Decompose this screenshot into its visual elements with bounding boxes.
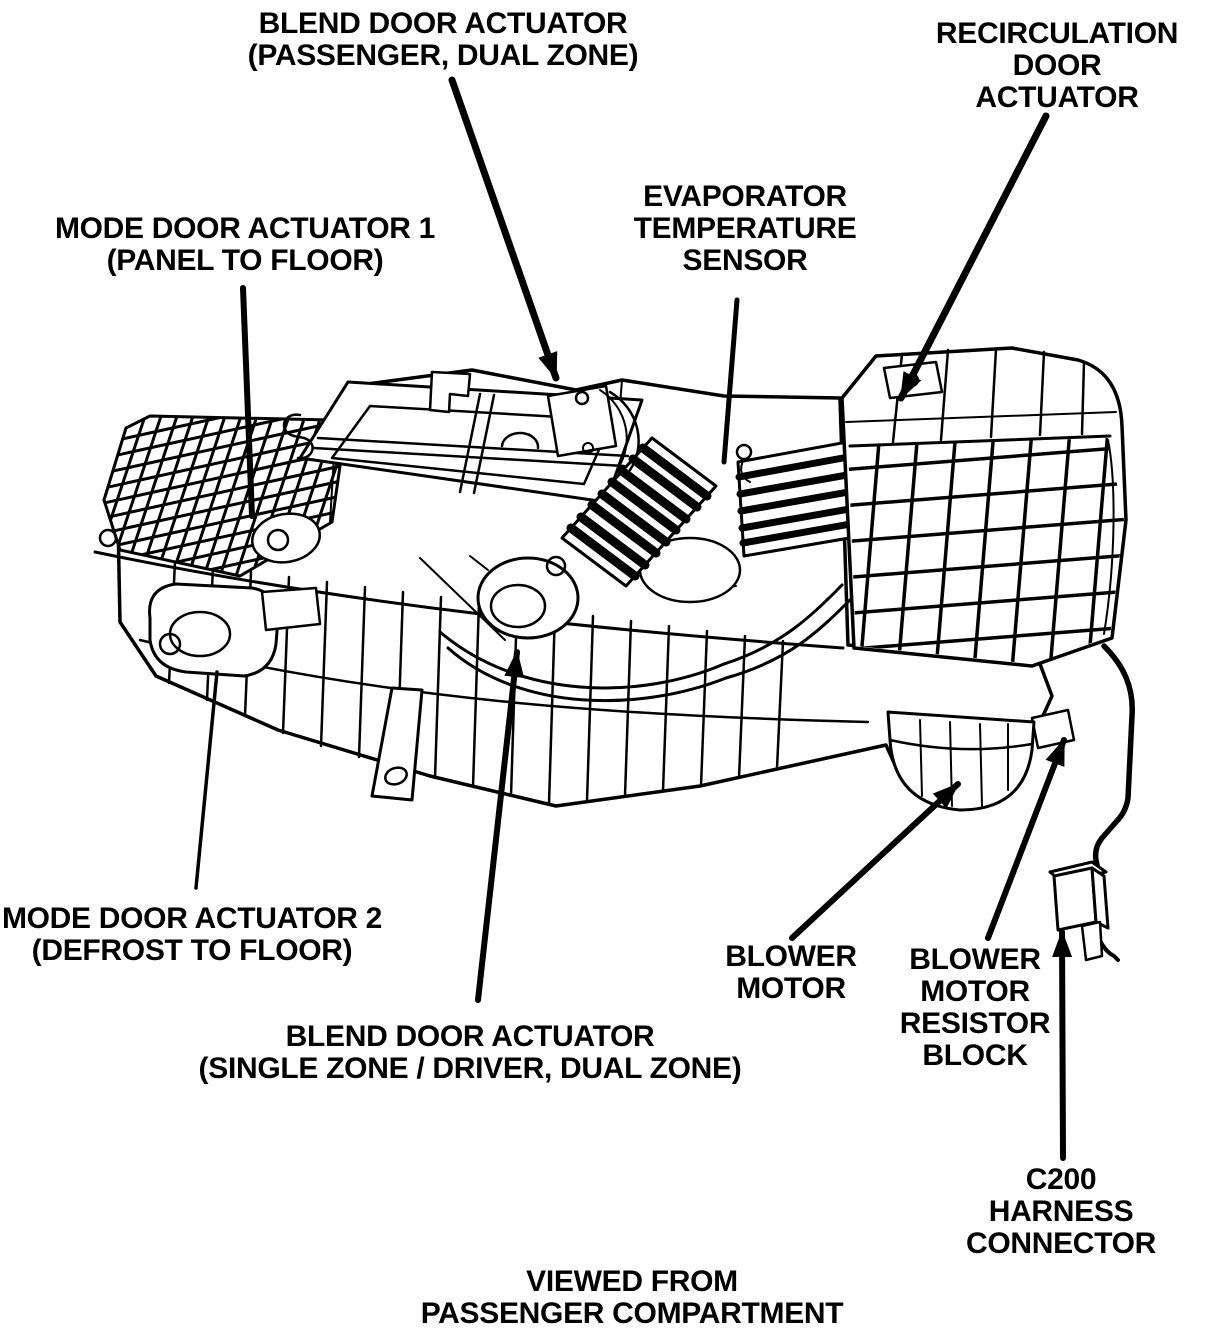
leader-evaporator-temp-sensor: [721, 297, 740, 465]
label-line: C200: [1025, 1163, 1097, 1196]
label-line: HARNESS: [988, 1195, 1134, 1228]
label-line: (SINGLE ZONE / DRIVER, DUAL ZONE): [198, 1052, 742, 1085]
label-line: RESISTOR: [899, 1007, 1051, 1040]
label-line: SENSOR: [682, 244, 808, 277]
caption-line: PASSENGER COMPARTMENT: [420, 1297, 844, 1330]
label-line: DOOR: [1012, 49, 1102, 82]
label-line: MODE DOOR ACTUATOR 2: [1, 902, 383, 935]
label-line: CONNECTOR: [965, 1227, 1157, 1260]
mode-door-actuator-2-part: [148, 582, 322, 678]
label-line: TEMPERATURE: [633, 212, 857, 245]
leader-blend-door-passenger: [448, 76, 560, 382]
caption-line: VIEWED FROM: [526, 1265, 738, 1298]
leader-mode-door-2: [194, 670, 219, 890]
label-line: BLOCK: [922, 1039, 1028, 1072]
label-line: (PANEL TO FLOOR): [106, 244, 384, 277]
label-blower-motor: BLOWER MOTOR: [725, 941, 857, 1005]
blower-motor-part: [886, 710, 1036, 812]
label-line: EVAPORATOR: [643, 180, 847, 213]
label-line: MODE DOOR ACTUATOR 1: [54, 212, 436, 245]
label-evaporator-temperature-sensor: EVAPORATOR TEMPERATURE SENSOR: [634, 181, 857, 277]
mode-door-actuator-1-part: [251, 512, 321, 564]
mounting-bracket: [370, 686, 424, 802]
leader-blower-motor-resistor: [985, 737, 1067, 941]
label-blower-motor-resistor-block: BLOWER MOTOR RESISTOR BLOCK: [899, 943, 1051, 1072]
label-line: BLOWER: [725, 940, 857, 973]
ribbed-duct: [560, 436, 718, 588]
label-line: MOTOR: [736, 972, 846, 1005]
leader-blend-door-single: [475, 649, 525, 1003]
label-line: (PASSENGER, DUAL ZONE): [247, 39, 639, 72]
label-mode-door-actuator-2: MODE DOOR ACTUATOR 2 (DEFROST TO FLOOR): [2, 903, 382, 967]
label-line: MOTOR: [920, 975, 1030, 1008]
label-recirculation-door-actuator: RECIRCULATION DOOR ACTUATOR: [935, 17, 1179, 114]
recirculation-housing: [840, 346, 1128, 668]
leader-lines: [194, 76, 1073, 1161]
view-caption: VIEWED FROM PASSENGER COMPARTMENT: [421, 1266, 844, 1330]
blower-motor-resistor-part: [1030, 708, 1076, 750]
leader-recirculation-door: [897, 112, 1050, 402]
label-line: BLEND DOOR ACTUATOR: [285, 1020, 655, 1053]
label-line: (DEFROST TO FLOOR): [31, 934, 353, 967]
label-line: RECIRCULATION: [935, 17, 1179, 50]
leader-c200-connector: [1052, 929, 1073, 1161]
evaporator-temp-sensor-part: [735, 443, 753, 483]
leader-blower-motor: [789, 781, 961, 941]
label-line: BLOWER: [909, 943, 1041, 976]
label-mode-door-actuator-1: MODE DOOR ACTUATOR 1 (PANEL TO FLOOR): [55, 213, 435, 277]
blend-door-actuator-passenger-part: [546, 384, 640, 472]
label-blend-door-actuator-passenger: BLEND DOOR ACTUATOR (PASSENGER, DUAL ZON…: [248, 8, 639, 72]
label-line: BLEND DOOR ACTUATOR: [258, 7, 628, 40]
leader-mode-door-1: [240, 285, 255, 519]
label-blend-door-actuator-single: BLEND DOOR ACTUATOR (SINGLE ZONE / DRIVE…: [199, 1021, 742, 1085]
label-c200-harness-connector: C200 HARNESS CONNECTOR: [966, 1164, 1156, 1260]
blend-door-actuator-single-part: [469, 555, 580, 640]
c200-connector-part: [1048, 860, 1110, 962]
label-line: ACTUATOR: [975, 81, 1139, 114]
